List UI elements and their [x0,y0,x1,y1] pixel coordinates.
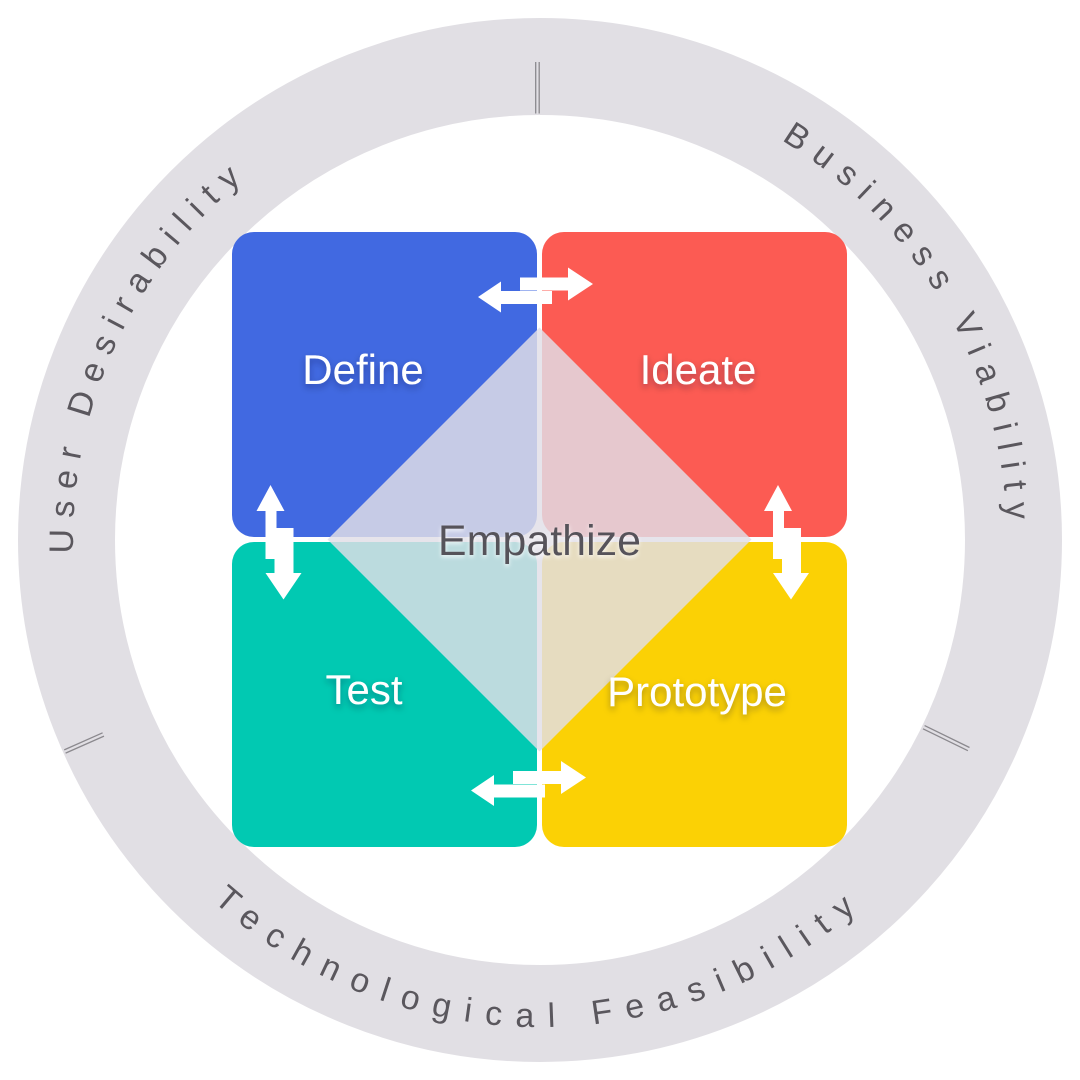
quadrant-label-ideate: Ideate [640,346,757,393]
quadrant-label-test: Test [325,666,402,713]
quadrant-label-prototype: Prototype [607,668,787,715]
center-diamond [327,327,752,752]
center-label-empathize: Empathize [438,517,641,565]
ring-tick-lower-right [922,725,970,752]
outer-ring [18,18,1062,1062]
ring-tick-top [535,62,540,114]
quadrant-label-define: Define [302,346,423,393]
ring-tick-lower-left [63,732,105,754]
